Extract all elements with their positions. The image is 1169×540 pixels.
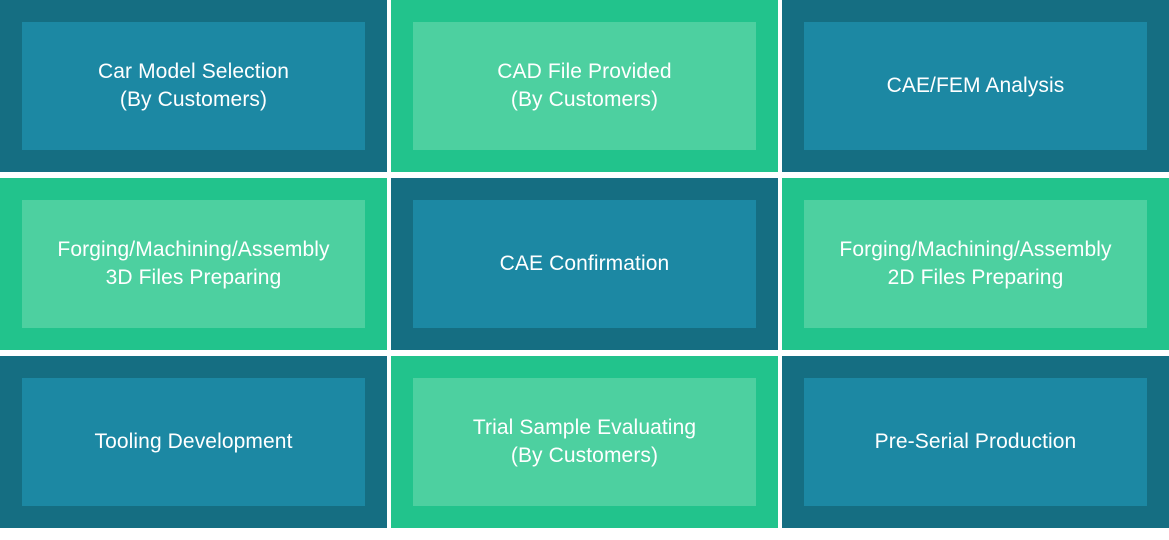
flow-cell-label: CAD File Provided (By Customers) [497, 59, 672, 111]
flow-cell-inner-panel: Forging/Machining/Assembly 2D Files Prep… [804, 200, 1147, 328]
flow-cell-forging-machining-assembly-3d[interactable]: Forging/Machining/Assembly 3D Files Prep… [0, 178, 387, 350]
flow-cell-label: Forging/Machining/Assembly 2D Files Prep… [839, 237, 1112, 289]
flow-cell-inner-panel: CAE/FEM Analysis [804, 22, 1147, 150]
flow-cell-inner-panel: Forging/Machining/Assembly 3D Files Prep… [22, 200, 365, 328]
flow-cell-label: Forging/Machining/Assembly 3D Files Prep… [57, 237, 330, 289]
flow-cell-inner-panel: CAE Confirmation [413, 200, 756, 328]
flow-cell-label: Pre-Serial Production [874, 429, 1077, 453]
flow-cell-cad-file-provided[interactable]: CAD File Provided (By Customers) [391, 0, 778, 172]
flow-cell-pre-serial-production[interactable]: Pre-Serial Production [782, 356, 1169, 528]
flow-cell-inner-panel: CAD File Provided (By Customers) [413, 22, 756, 150]
flow-cell-inner-panel: Trial Sample Evaluating (By Customers) [413, 378, 756, 506]
flow-cell-forging-machining-assembly-2d[interactable]: Forging/Machining/Assembly 2D Files Prep… [782, 178, 1169, 350]
flow-cell-car-model-selection[interactable]: Car Model Selection (By Customers) [0, 0, 387, 172]
flow-cell-label: CAE Confirmation [499, 251, 670, 275]
flow-cell-cae-fem-analysis[interactable]: CAE/FEM Analysis [782, 0, 1169, 172]
flow-cell-label: Trial Sample Evaluating (By Customers) [472, 415, 697, 467]
flow-cell-inner-panel: Tooling Development [22, 378, 365, 506]
flow-cell-inner-panel: Pre-Serial Production [804, 378, 1147, 506]
flow-cell-cae-confirmation[interactable]: CAE Confirmation [391, 178, 778, 350]
flow-cell-inner-panel: Car Model Selection (By Customers) [22, 22, 365, 150]
flow-cell-label: Tooling Development [94, 429, 293, 453]
flow-cell-tooling-development[interactable]: Tooling Development [0, 356, 387, 528]
flow-cell-label: CAE/FEM Analysis [886, 73, 1065, 97]
flow-cell-trial-sample-evaluating[interactable]: Trial Sample Evaluating (By Customers) [391, 356, 778, 528]
flow-cell-label: Car Model Selection (By Customers) [98, 59, 289, 111]
